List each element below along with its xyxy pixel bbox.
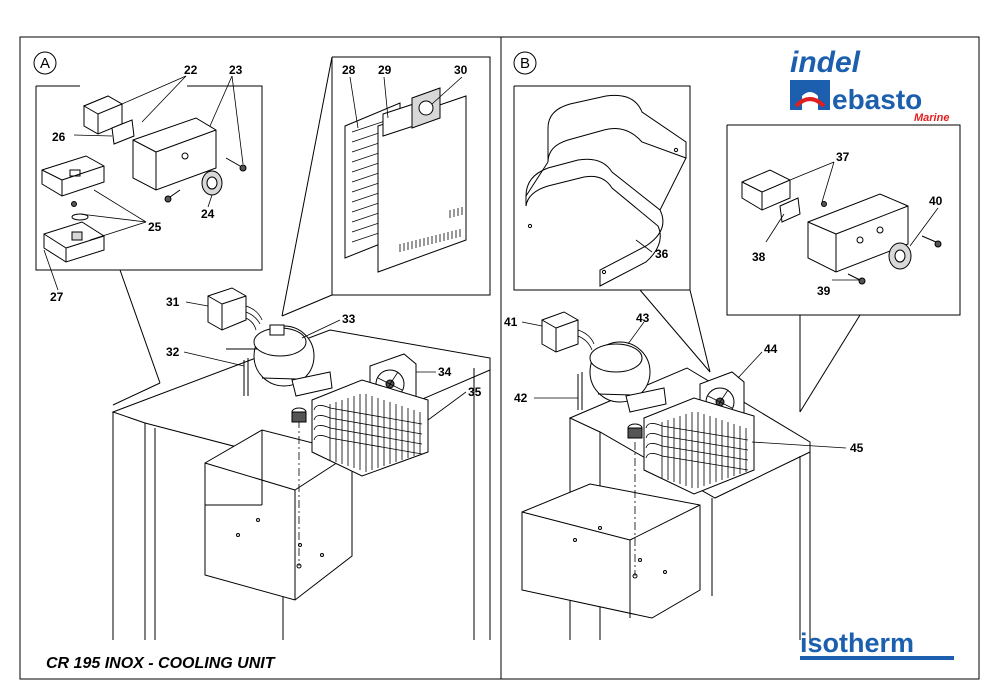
callout-38: 38 — [752, 250, 766, 264]
cover-36 — [525, 94, 687, 287]
outer-frame — [19, 36, 980, 680]
base-part — [43, 221, 105, 263]
callout-42: 42 — [514, 391, 528, 405]
relay-b — [741, 169, 791, 211]
isotherm-underline — [800, 656, 954, 660]
condenser-b — [643, 397, 755, 495]
inset-a-frame — [35, 85, 263, 271]
callout-26: 26 — [52, 130, 66, 144]
inset-plate-frame — [331, 56, 491, 296]
callout-40: 40 — [929, 194, 943, 208]
callout-44: 44 — [764, 342, 778, 356]
callout-25: 25 — [148, 220, 162, 234]
panel-a-label: A — [40, 55, 50, 72]
indel-webasto-logo: indel ebasto Marine — [790, 46, 949, 124]
knob-b — [888, 242, 912, 270]
callout-39: 39 — [817, 284, 831, 298]
logo-indel-text: indel — [790, 46, 861, 79]
diagram-title: CR 195 INOX - COOLING UNIT — [46, 655, 276, 672]
callout-34: 34 — [438, 365, 452, 379]
bracket-part — [111, 119, 135, 145]
callout-32: 32 — [166, 345, 180, 359]
callout-24: 24 — [201, 207, 215, 221]
small-fan — [382, 87, 441, 137]
logo-webasto-text: ebasto — [832, 84, 922, 115]
inset-b-thermostat-frame — [726, 124, 961, 316]
thermostat-housing — [132, 117, 217, 191]
callout-41: 41 — [504, 315, 518, 329]
logo-isotherm-text: isotherm — [800, 628, 914, 658]
transformer-a — [207, 287, 263, 331]
panel-b-marker: B — [513, 51, 537, 75]
callout-27: 27 — [50, 290, 64, 304]
panel-a-marker: A — [33, 51, 57, 75]
callout-37: 37 — [836, 150, 850, 164]
callout-43: 43 — [636, 311, 650, 325]
condenser-a — [311, 379, 429, 477]
callout-labels: 22 23 24 25 26 27 28 29 30 31 32 33 34 3… — [50, 63, 943, 455]
callout-23: 23 — [229, 63, 243, 77]
transformer-b — [541, 311, 595, 353]
logo-marine-text: Marine — [914, 112, 949, 124]
callout-31: 31 — [166, 295, 180, 309]
callout-45: 45 — [850, 441, 864, 455]
isotherm-logo: isotherm — [800, 628, 954, 660]
bracket-b — [779, 197, 801, 223]
callout-29: 29 — [378, 63, 392, 77]
callout-22: 22 — [184, 63, 198, 77]
compressor-b — [577, 341, 667, 413]
cover-part — [41, 155, 105, 197]
callout-33: 33 — [342, 312, 356, 326]
compressor-a — [226, 324, 333, 397]
webasto-w-icon — [790, 80, 830, 110]
vent-slots — [399, 207, 463, 252]
callout-28: 28 — [342, 63, 356, 77]
callout-30: 30 — [454, 63, 468, 77]
thermostat-housing-b — [807, 193, 909, 273]
callout-35: 35 — [468, 385, 482, 399]
knob-part-a — [201, 170, 223, 196]
callout-36: 36 — [655, 247, 669, 261]
panel-b-label: B — [520, 55, 530, 72]
